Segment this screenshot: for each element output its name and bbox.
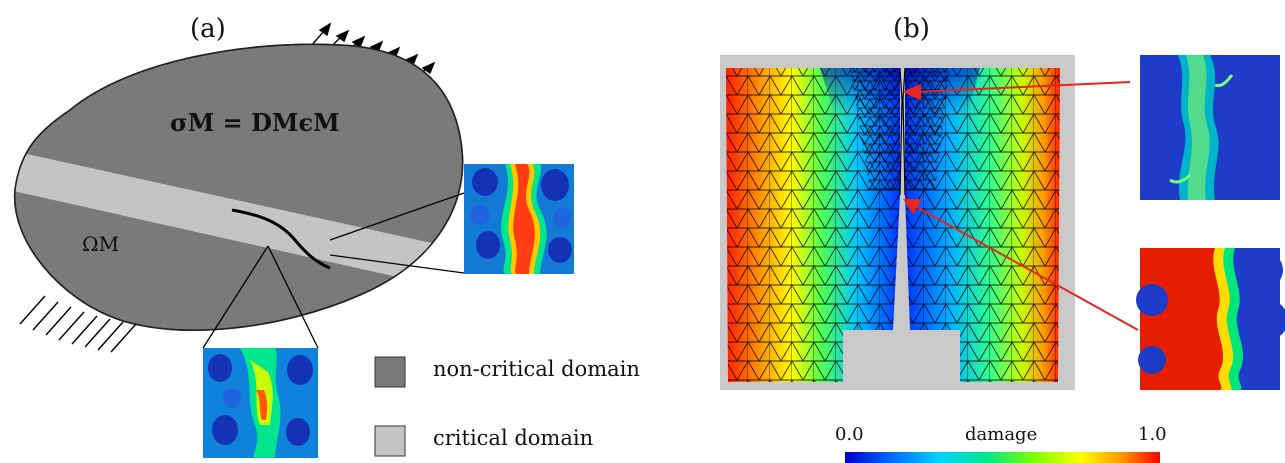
support-hatching	[19, 295, 137, 353]
colorbar	[845, 452, 1160, 463]
pointer-arrows	[902, 81, 1139, 331]
damage-inset-top-right	[1140, 55, 1280, 200]
critical-domain-band	[14, 148, 463, 300]
constitutive-equation: σM = DMϵM	[170, 108, 340, 137]
domain-label: ΩM	[82, 232, 120, 256]
damage-inset-bottom	[203, 348, 318, 458]
damage-inset-bottom-right	[1136, 248, 1285, 390]
panel-a-label: (a)	[190, 14, 226, 44]
colorbar-min-label: 0.0	[835, 424, 864, 445]
equation-text: σM = DMϵM	[170, 108, 340, 137]
legend-noncritical-swatch	[374, 356, 406, 388]
colorbar-max-label: 1.0	[1138, 424, 1167, 445]
legend-critical-swatch	[374, 425, 406, 457]
colorbar-title: damage	[965, 424, 1038, 445]
panel-b-label: (b)	[893, 14, 930, 44]
legend-noncritical-label: non-critical domain	[433, 357, 640, 381]
damage-inset-right	[464, 164, 574, 274]
crack-line	[231, 208, 331, 270]
zoom-lines	[202, 192, 465, 349]
legend-critical-label: critical domain	[433, 426, 594, 450]
